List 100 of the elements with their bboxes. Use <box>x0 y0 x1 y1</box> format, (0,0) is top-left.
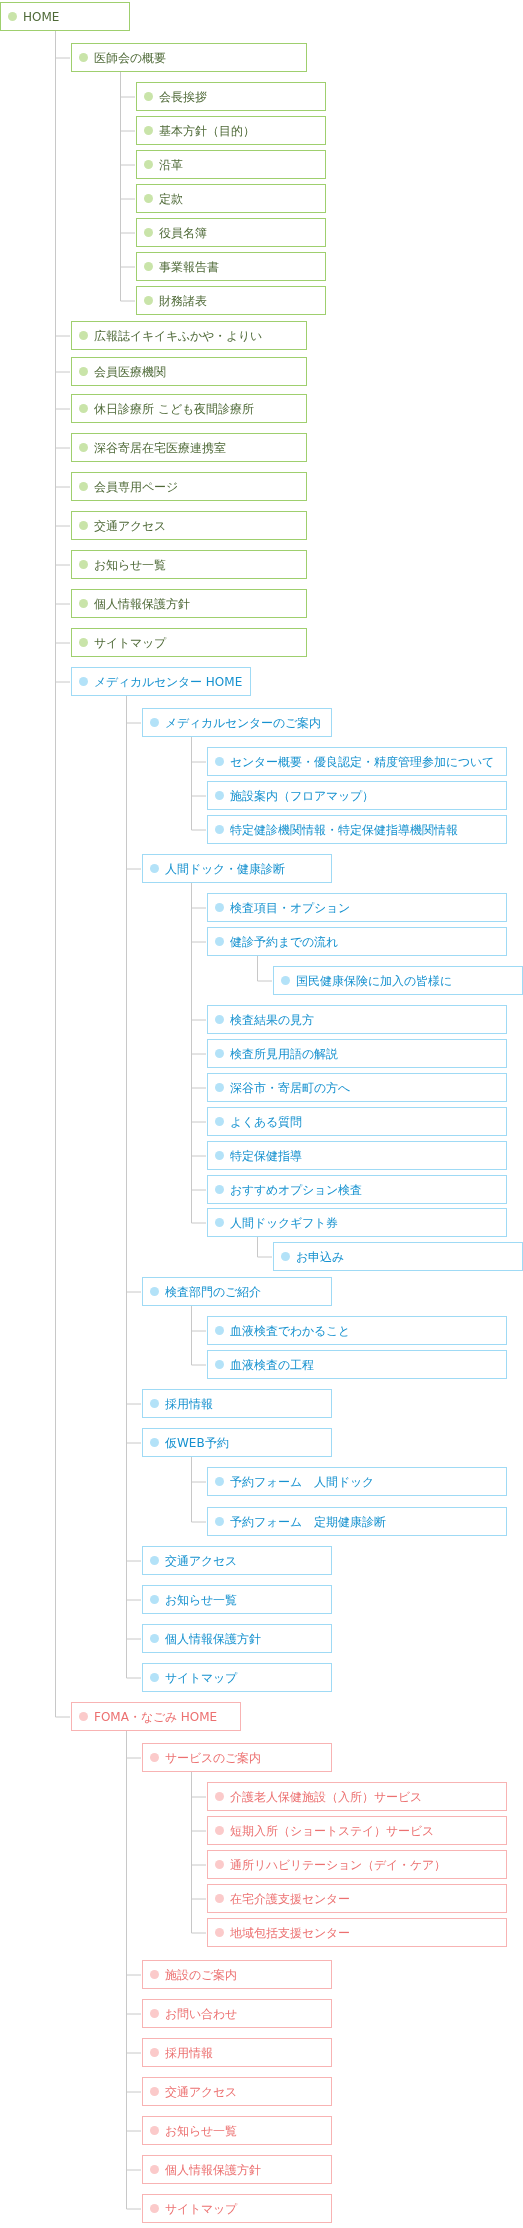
sitemap-box <box>71 357 307 386</box>
sitemap-box <box>71 550 307 579</box>
connector-line <box>191 1305 207 1366</box>
sitemap-box <box>142 2038 332 2067</box>
page-name: 広報誌イキイキふかや・よりい <box>94 327 262 344</box>
page-name: 血液検査でわかること <box>230 1322 350 1339</box>
sitemap-box <box>142 1585 332 1614</box>
sitemap-box <box>71 1702 241 1731</box>
sitemap-box <box>142 1663 332 1692</box>
page-name: 通所リハビリテーション（デイ・ケア） <box>230 1856 446 1873</box>
page-name: サイトマップ <box>94 634 166 651</box>
page-name: 特定健診機関情報・特定保健指導機関情報 <box>230 821 458 838</box>
connector-line <box>126 695 142 1679</box>
sitemap-box <box>136 252 326 281</box>
page-name: 人間ドック・健康診断 <box>165 860 285 877</box>
sitemap-box <box>142 1277 332 1306</box>
sitemap-box <box>207 893 507 922</box>
page-name: 予約フォーム 定期健康診断 <box>230 1513 386 1530</box>
page-name: 役員名簿 <box>159 224 207 241</box>
page-name: 沿革 <box>159 156 183 173</box>
sitemap-box <box>207 1208 507 1237</box>
sitemap-box <box>71 628 307 657</box>
page-name: 短期入所（ショートステイ）サービス <box>230 1822 434 1839</box>
page-name: 人間ドックギフト券 <box>230 1214 338 1231</box>
connector-line <box>191 1456 207 1523</box>
sitemap-box <box>142 1743 332 1772</box>
sitemap-box <box>207 1107 507 1136</box>
connector-line <box>257 1236 273 1258</box>
page-name: メディカルセンターのご案内 <box>165 714 321 731</box>
sitemap-box <box>273 966 523 995</box>
sitemap-box <box>207 1918 507 1947</box>
page-name: よくある質問 <box>230 1113 302 1130</box>
sitemap-box <box>71 472 307 501</box>
sitemap-box <box>136 184 326 213</box>
sitemap-box <box>136 116 326 145</box>
page-name: お知らせ一覧 <box>165 2122 237 2139</box>
sitemap-box <box>207 1782 507 1811</box>
sitemap-box <box>142 2155 332 2184</box>
page-name: 特定保健指導 <box>230 1147 302 1164</box>
sitemap-box <box>207 747 507 776</box>
connector-line <box>191 1771 207 1934</box>
sitemap-box <box>207 781 507 810</box>
page-name: サイトマップ <box>165 2200 237 2217</box>
page-name: 休日診療所 こども夜間診療所 <box>94 400 254 417</box>
sitemap-box <box>207 1073 507 1102</box>
page-name: 会長挨拶 <box>159 88 207 105</box>
page-name: 深谷寄居在宅医療連携室 <box>94 439 226 456</box>
page-name: 交通アクセス <box>165 2083 237 2100</box>
connector-line <box>257 955 273 982</box>
page-name: 検査結果の見方 <box>230 1011 314 1028</box>
sitemap-box <box>136 286 326 315</box>
page-name: 施設のご案内 <box>165 1966 237 1983</box>
page-name: 医師会の概要 <box>94 49 166 66</box>
page-name: 血液検査の工程 <box>230 1356 314 1373</box>
page-name: 事業報告書 <box>159 258 219 275</box>
sitemap-box <box>207 1141 507 1170</box>
sitemap-box <box>207 1039 507 1068</box>
sitemap-box <box>207 1175 507 1204</box>
page-name: 予約フォーム 人間ドック <box>230 1473 374 1490</box>
page-name: 仮WEB予約 <box>165 1434 229 1451</box>
sitemap-box <box>207 1316 507 1345</box>
sitemap-box <box>142 1389 332 1418</box>
page-name: お申込み <box>296 1248 344 1265</box>
sitemap-box <box>207 815 507 844</box>
page-name: 採用情報 <box>165 1395 213 1412</box>
sitemap-box <box>0 2 130 31</box>
connector-line <box>55 30 71 1718</box>
page-name: 基本方針（目的） <box>159 122 255 139</box>
sitemap-box <box>142 854 332 883</box>
connector-line <box>126 1730 142 2210</box>
page-name: 検査部門のご紹介 <box>165 1283 261 1300</box>
page-name: お知らせ一覧 <box>165 1591 237 1608</box>
page-name: 交通アクセス <box>94 517 166 534</box>
page-name: FOMA・なごみ HOME <box>94 1708 218 1725</box>
sitemap-box <box>71 589 307 618</box>
page-name: 健診予約までの流れ <box>230 933 338 950</box>
page-name: 深谷市・寄居町の方へ <box>230 1079 350 1096</box>
connector-line <box>191 736 207 831</box>
sitemap-box <box>142 1960 332 1989</box>
sitemap-box <box>136 150 326 179</box>
sitemap-box <box>142 1624 332 1653</box>
sitemap-box <box>136 82 326 111</box>
page-name: お知らせ一覧 <box>94 556 166 573</box>
page-name: 会員医療機関 <box>94 363 166 380</box>
page-name: 検査項目・オプション <box>230 899 350 916</box>
sitemap-box <box>71 511 307 540</box>
sitemap-box <box>207 1467 507 1496</box>
sitemap-box <box>142 708 332 737</box>
sitemap-box <box>142 2116 332 2145</box>
page-name: 定款 <box>159 190 183 207</box>
page-name: 個人情報保護方針 <box>94 595 190 612</box>
page-name: センター概要・優良認定・精度管理参加について <box>230 753 494 770</box>
sitemap-box <box>142 1999 332 2028</box>
page-name: 個人情報保護方針 <box>165 1630 261 1647</box>
page-name: 在宅介護支援センター <box>230 1890 350 1907</box>
sitemap-box <box>71 321 307 350</box>
page-name: HOME <box>23 8 60 25</box>
sitemap-box <box>273 1242 523 1271</box>
page-name: サービスのご案内 <box>165 1749 261 1766</box>
page-name: 検査所見用語の解説 <box>230 1045 338 1062</box>
